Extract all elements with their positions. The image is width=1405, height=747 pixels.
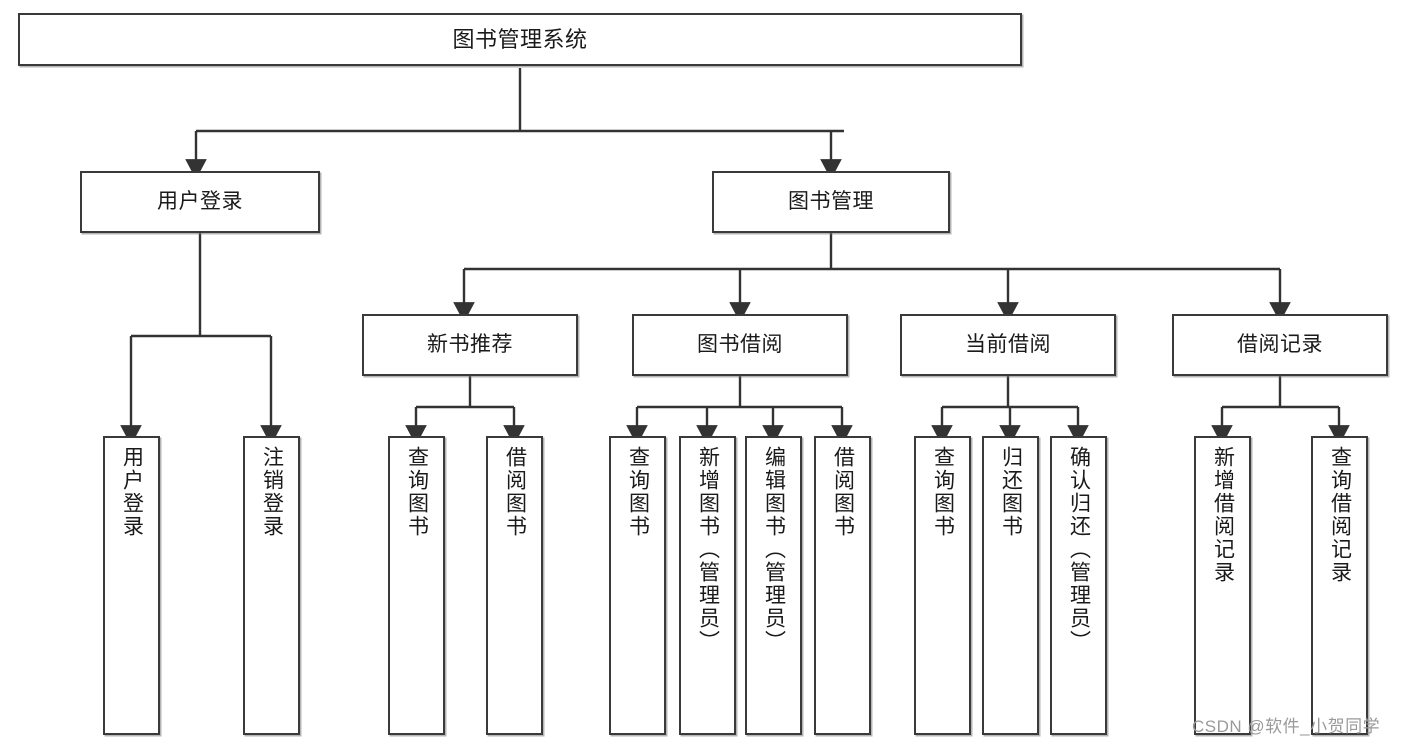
- node-label: 归还图书: [999, 446, 1023, 538]
- node-book-borrow[interactable]: 图书借阅: [632, 314, 848, 376]
- leaf-logout[interactable]: 注销登录: [243, 436, 300, 735]
- node-label: 借阅记录: [1237, 332, 1323, 356]
- csdn-watermark: CSDN @软件_小贺同学: [1192, 717, 1381, 736]
- node-label: 新增图书（管理员）: [696, 446, 720, 653]
- node-user-login[interactable]: 用户登录: [80, 171, 320, 233]
- node-label: 图书借阅: [697, 332, 783, 356]
- node-label: 用户登录: [157, 189, 243, 213]
- node-borrow-record[interactable]: 借阅记录: [1172, 314, 1388, 376]
- node-label: 用户登录: [120, 446, 144, 538]
- node-label: 新增借阅记录: [1211, 446, 1235, 584]
- leaf-edit-book-admin[interactable]: 编辑图书（管理员）: [745, 436, 802, 735]
- leaf-user-login[interactable]: 用户登录: [103, 436, 160, 735]
- node-new-book-recommend[interactable]: 新书推荐: [362, 314, 578, 376]
- node-label: 图书管理: [788, 189, 874, 213]
- node-label: 查询图书: [931, 446, 955, 538]
- node-label: 注销登录: [260, 446, 284, 538]
- node-label: 借阅图书: [503, 446, 527, 538]
- node-book-management[interactable]: 图书管理: [712, 171, 950, 233]
- node-label: 借阅图书: [831, 446, 855, 538]
- leaf-query-book-recommend[interactable]: 查询图书: [388, 436, 445, 735]
- leaf-borrow-book-recommend[interactable]: 借阅图书: [486, 436, 543, 735]
- leaf-add-book-admin[interactable]: 新增图书（管理员）: [679, 436, 736, 735]
- leaf-add-borrow-record[interactable]: 新增借阅记录: [1194, 436, 1251, 735]
- node-label: 查询图书: [405, 446, 429, 538]
- node-label: 查询借阅记录: [1328, 446, 1352, 584]
- leaf-borrow-book[interactable]: 借阅图书: [814, 436, 871, 735]
- leaf-query-book-borrow[interactable]: 查询图书: [609, 436, 666, 735]
- node-label: 图书管理系统: [452, 26, 588, 52]
- leaf-query-borrow-record[interactable]: 查询借阅记录: [1311, 436, 1368, 735]
- node-label: 当前借阅: [965, 332, 1051, 356]
- node-label: 编辑图书（管理员）: [762, 446, 786, 653]
- leaf-query-book-current[interactable]: 查询图书: [914, 436, 971, 735]
- node-label: 确认归还（管理员）: [1067, 446, 1091, 653]
- node-label: 查询图书: [626, 446, 650, 538]
- leaf-confirm-return-admin[interactable]: 确认归还（管理员）: [1050, 436, 1107, 735]
- node-label: 新书推荐: [427, 332, 513, 356]
- node-current-borrow[interactable]: 当前借阅: [900, 314, 1116, 376]
- leaf-return-book[interactable]: 归还图书: [982, 436, 1039, 735]
- node-root-book-management-system[interactable]: 图书管理系统: [18, 13, 1022, 66]
